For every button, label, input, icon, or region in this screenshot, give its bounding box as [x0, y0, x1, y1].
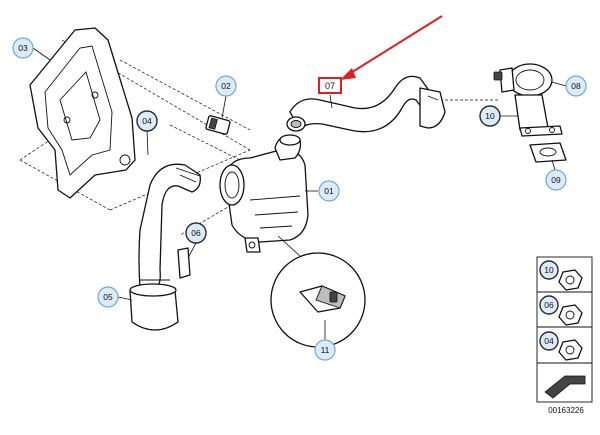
callout-09[interactable]: 09	[545, 169, 567, 191]
callout-06-label: 06	[191, 228, 201, 238]
intake-hose-part	[129, 163, 201, 331]
callout-01-label: 01	[324, 186, 334, 196]
callout-07[interactable]: 07	[318, 77, 342, 94]
callout-01[interactable]: 01	[318, 180, 340, 202]
valve-part	[493, 63, 563, 137]
highlight-arrow	[340, 15, 443, 80]
legend-callout-10-label: 10	[544, 265, 554, 275]
pump-part	[219, 134, 309, 253]
leader-lines	[32, 47, 567, 340]
legend-callout-06-label: 06	[544, 300, 554, 310]
legend-callout-04-label: 04	[544, 336, 554, 346]
callout-08-label: 08	[571, 81, 581, 91]
callout-06[interactable]: 06	[185, 222, 207, 244]
callout-03-label: 03	[18, 43, 28, 53]
callout-03[interactable]: 03	[12, 37, 34, 59]
document-number: 00163226	[548, 406, 584, 415]
callout-08[interactable]: 08	[565, 75, 587, 97]
callout-05[interactable]: 05	[97, 286, 119, 308]
legend-panel	[536, 256, 593, 403]
callout-11-label: 11	[321, 345, 330, 355]
legend-callout-10[interactable]: 10	[539, 260, 559, 280]
callout-02-label: 02	[221, 81, 231, 91]
plug-part	[205, 115, 231, 135]
callout-02[interactable]: 02	[215, 75, 237, 97]
bracket-part	[29, 27, 136, 199]
callout-09-label: 09	[551, 175, 561, 185]
callout-04-label: 04	[142, 116, 152, 126]
callout-11[interactable]: 11	[314, 339, 336, 361]
legend-callout-04[interactable]: 04	[539, 331, 559, 351]
callout-04[interactable]: 04	[136, 110, 158, 132]
detail-view	[270, 235, 366, 348]
gasket-part	[529, 142, 567, 163]
callout-05-label: 05	[103, 292, 113, 302]
callout-10[interactable]: 10	[479, 105, 501, 127]
callout-07-label: 07	[325, 81, 335, 91]
callout-10-label: 10	[485, 111, 495, 121]
hose-part	[286, 75, 446, 133]
legend-callout-06[interactable]: 06	[539, 295, 559, 315]
